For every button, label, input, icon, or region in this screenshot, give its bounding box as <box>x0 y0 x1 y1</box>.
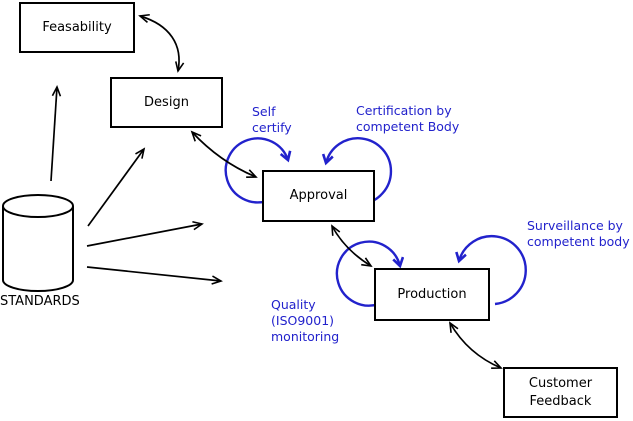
node-production-label: Production <box>397 286 467 302</box>
loop-surveillance <box>459 234 527 306</box>
standards-label: STANDARDS <box>0 294 80 309</box>
arrow-feasability-design <box>138 13 185 73</box>
node-design: Design <box>110 77 223 128</box>
node-feasability-label: Feasability <box>42 19 112 35</box>
node-customer-feedback: Customer Feedback <box>503 367 618 418</box>
arrow-standards-to-approval <box>86 220 204 247</box>
node-customer-feedback-label: Customer Feedback <box>528 375 593 409</box>
annotation-quality-iso9001-monitoring: Quality (ISO9001) monitoring <box>271 297 340 344</box>
standards-cylinder <box>1 194 74 292</box>
annotation-surveillance-by-competent-body: Surveillance by competent body <box>527 218 630 249</box>
arrow-standards-to-design <box>87 147 146 227</box>
node-approval-label: Approval <box>289 188 348 204</box>
arrow-design-approval <box>190 130 258 179</box>
node-approval: Approval <box>262 170 375 222</box>
arrow-approval-production <box>331 224 373 268</box>
node-feasability: Feasability <box>19 2 135 53</box>
loop-certification <box>326 137 393 206</box>
arrow-standards-to-production <box>86 266 223 285</box>
node-production: Production <box>374 268 490 321</box>
annotation-certification-by-competent-body: Certification by competent Body <box>356 103 460 134</box>
annotation-self-certify: Self certify <box>252 104 292 135</box>
arrow-standards-to-feasability <box>50 85 62 182</box>
node-design-label: Design <box>144 94 189 110</box>
arrow-production-customer-feedback <box>449 321 503 369</box>
